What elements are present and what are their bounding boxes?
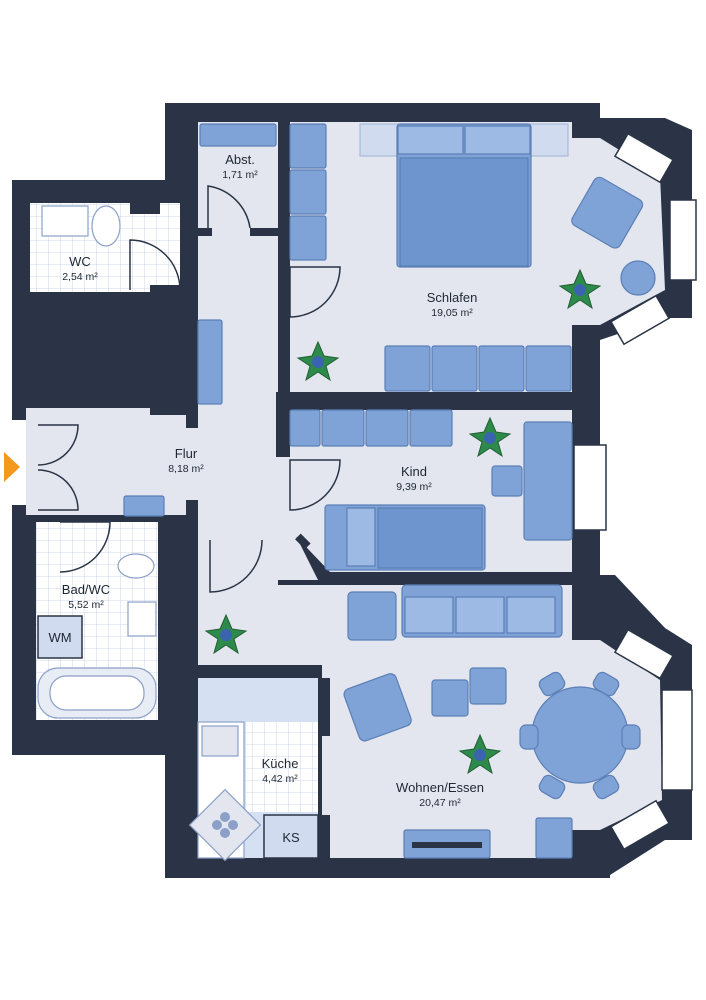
label-wc-name: WC [69,254,91,269]
dresser-2 [431,345,478,392]
chair-2 [592,671,620,697]
label-kind-area: 9,39 m² [396,481,432,493]
label-wc-area: 2,54 m² [62,271,98,283]
kitchen-sink [201,725,239,757]
wardrobe-2 [289,169,327,215]
door-swings [37,185,341,593]
room-labels: Abst. 1,71 m² WC 2,54 m² Schlafen 19,05 … [48,152,484,845]
cabinet-wohnen [535,817,573,859]
plant-icon [458,733,502,775]
label-abst-name: Abst. [225,152,255,167]
plant-icon [204,613,248,655]
door-entry-2 [37,469,79,511]
flur-bench [197,319,223,405]
door-wohnen [209,539,263,593]
chair-3 [519,724,539,750]
label-kueche-area: 4,42 m² [262,773,298,785]
washer-label: WM [48,630,71,645]
armchair-wohnen-2 [343,673,412,742]
chair-1 [538,671,566,697]
tv [412,842,482,848]
label-kind-name: Kind [401,464,427,479]
ottoman-2 [469,667,507,705]
kitchen-stove [188,788,262,862]
toilet-bad [117,553,155,579]
kind-shelf-4 [409,409,453,447]
door-wc [129,239,181,291]
window-kind [573,444,607,531]
dining-table [531,686,629,784]
label-bad-name: Bad/WC [62,582,110,597]
kind-desk-chair [491,465,523,497]
armchair-wohnen-1 [347,591,397,641]
window-schlafen-3 [609,294,671,346]
door-abst [207,185,251,236]
sink-bad [127,601,157,637]
door-kind [289,459,341,511]
sofa-cushion-1 [404,596,454,634]
window-schlafen-2 [669,199,697,281]
logo-bracket-icon: [ ] [512,861,522,875]
fridge-box [263,814,319,859]
washer-box [37,615,83,659]
kind-shelf-2 [321,409,365,447]
entrance-arrow-icon [4,452,20,482]
label-abst-area: 1,71 m² [222,169,258,181]
sink-wc [41,205,89,237]
label-schlafen-name: Schlafen [427,290,478,305]
dresser-4 [525,345,572,392]
door-schlafen [289,266,341,318]
plants [204,268,602,775]
dresser-3 [478,345,525,392]
side-table-schlafen [620,260,656,296]
label-schlafen-area: 19,05 m² [431,307,473,319]
window-wohnen-1 [613,628,675,680]
window-wohnen-3 [609,799,671,851]
chair-6 [592,774,620,800]
sofa-cushion-2 [455,596,505,634]
kind-shelf-1 [289,409,321,447]
label-wohnen-area: 20,47 m² [419,797,461,809]
wardrobe-1 [289,123,327,169]
flur-cabinet [123,495,165,517]
chair-5 [538,774,566,800]
label-bad-area: 5,52 m² [68,599,104,611]
logo-text: onOffice [530,863,566,873]
blanket [399,157,529,267]
door-bad [59,521,111,573]
window-schlafen-1 [613,132,675,184]
internal-walls [30,122,600,878]
armchair-schlafen [571,176,644,249]
kind-shelf-3 [365,409,409,447]
label-wohnen-name: Wohnen/Essen [396,780,484,795]
plant-icon [468,416,512,458]
kind-desk [523,421,573,541]
toilet-wc [91,205,121,247]
chair-4 [621,724,641,750]
sofa-cushion-3 [506,596,556,634]
plant-icon [558,268,602,310]
wardrobe-3 [289,215,327,261]
shelf-abst [199,123,277,147]
pillow-1 [397,125,464,155]
pillow-2 [464,125,531,155]
kind-bed-pillow [346,507,376,567]
furniture [37,123,656,862]
floor-kueche-tiles [246,722,318,812]
door-entry [37,424,79,466]
fridge-label: KS [282,830,300,845]
dresser-1 [384,345,431,392]
floor-flur-south [198,585,322,665]
kind-bed-blanket [377,507,483,569]
bathtub-inner [49,675,145,711]
ottoman-1 [431,679,469,717]
logo: [ ] onOffice [512,861,566,875]
window-wohnen-2 [661,689,693,791]
plant-icon [296,340,340,382]
windows [573,132,697,851]
label-flur-name: Flur [175,446,198,461]
label-flur-area: 8,18 m² [168,463,204,475]
label-kueche-name: Küche [262,756,299,771]
